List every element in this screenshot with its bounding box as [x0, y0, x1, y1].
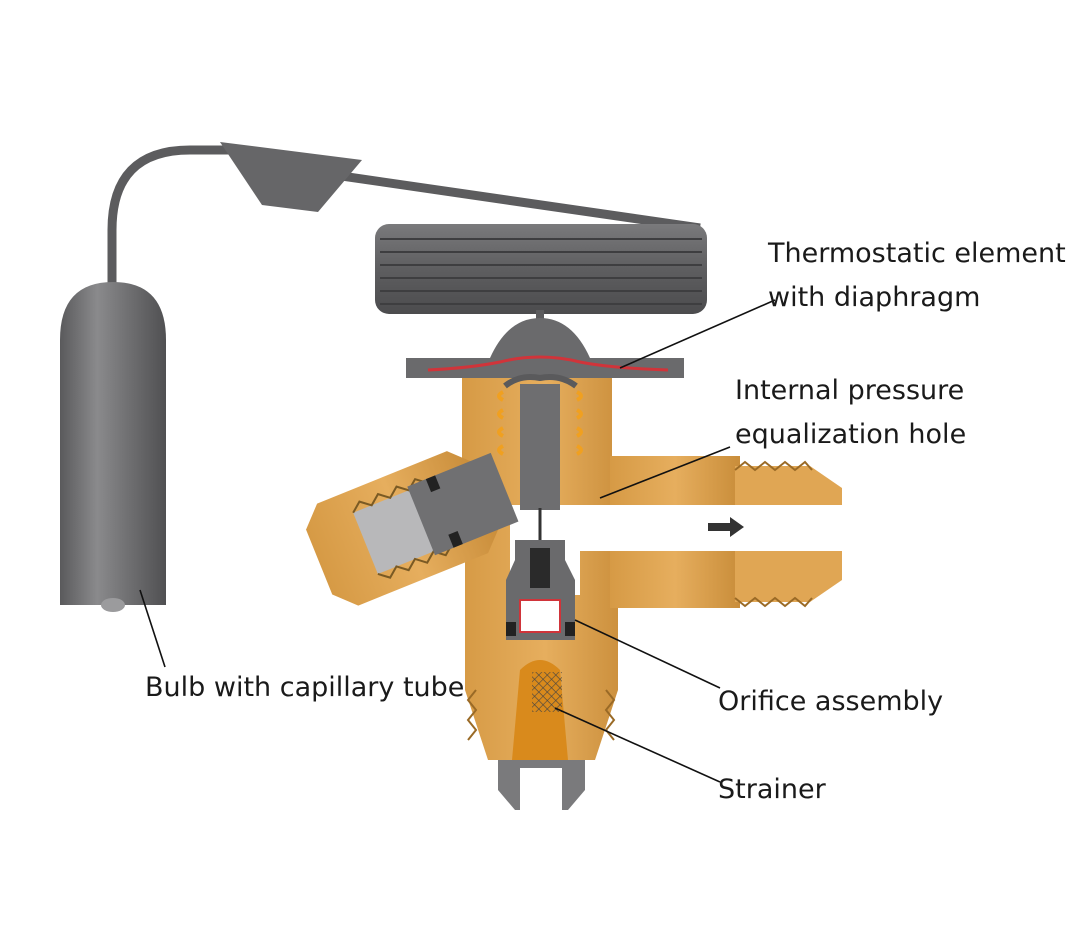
leader-orifice: [574, 619, 721, 689]
label-pressure-line2: equalization hole: [735, 419, 967, 450]
upper-spring: [497, 390, 583, 456]
label-pressure-hole: Internal pressure equalization hole: [735, 369, 966, 457]
capillary-tube: [107, 145, 230, 290]
diaphragm-housing: [406, 318, 684, 378]
bulb: [60, 282, 166, 605]
label-bulb: Bulb with capillary tube: [145, 672, 465, 703]
leader-pressure: [599, 446, 731, 499]
flow-arrow-icon: [708, 517, 744, 537]
capillary-tube-long: [299, 165, 701, 233]
label-thermostatic-line2: with diaphragm: [768, 282, 981, 313]
label-pressure-line1: Internal pressure: [735, 375, 965, 406]
leader-bulb: [139, 589, 166, 668]
leader-strainer: [554, 707, 721, 783]
thermostatic-coil: [375, 224, 707, 314]
spring-cap: [503, 374, 578, 389]
orifice-assembly: [506, 540, 575, 640]
capillary-clip: [220, 142, 362, 212]
label-orifice: Orifice assembly: [718, 686, 944, 717]
label-thermostatic-line1: Thermostatic element: [768, 238, 1066, 269]
diaphragm: [427, 355, 669, 372]
label-strainer: Strainer: [718, 774, 826, 805]
label-thermostatic-element: Thermostatic element with diaphragm: [768, 232, 1066, 320]
strainer-mesh: [532, 672, 562, 712]
leader-thermostatic: [619, 299, 776, 369]
push-pin: [520, 384, 560, 510]
inlet-fitting: [306, 451, 519, 606]
bulb-tip: [101, 598, 125, 612]
